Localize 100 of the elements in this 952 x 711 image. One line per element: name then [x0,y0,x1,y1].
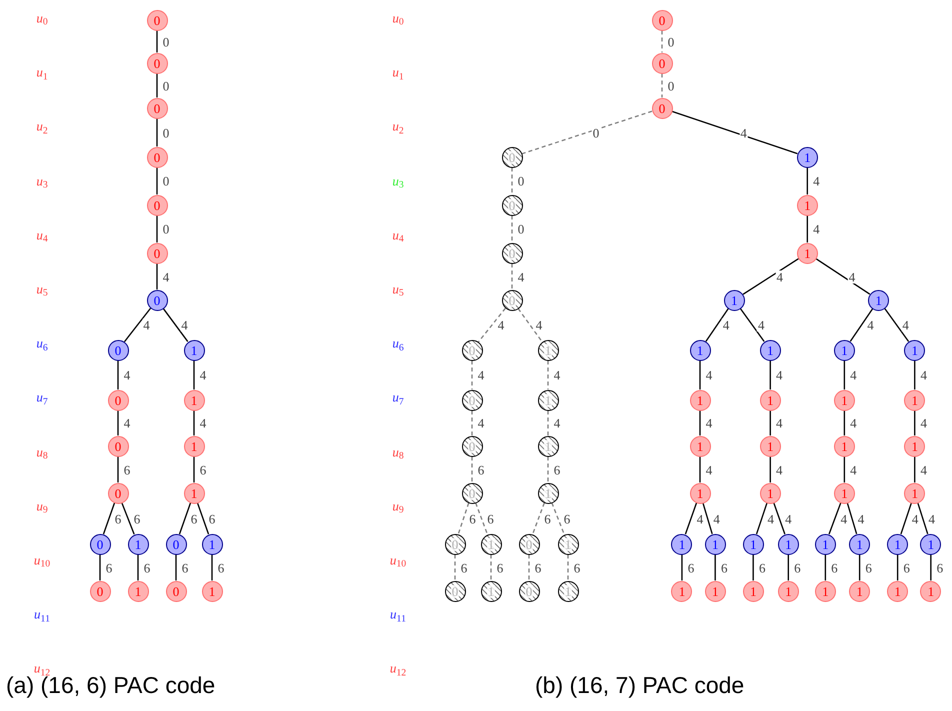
edge-label: 4 [848,270,856,283]
edge-label: 4 [552,368,562,382]
level-label: u$_{10}$ [390,554,406,566]
dashed-edge [471,456,473,482]
tree-edge [770,360,771,390]
dashed-edge [547,360,549,390]
edge-label: 4 [866,318,875,332]
edge-label: 4 [849,368,858,382]
level-label: u$_{6}$ [392,336,404,350]
edge-label: 4 [812,174,821,188]
level-label: u$_{12}$ [390,662,406,675]
edge-label: 4 [180,318,189,332]
tree-edge [824,554,826,580]
dashed-edge [511,264,513,290]
tree-edge [844,456,846,482]
tree-edge [702,502,713,534]
edge-label: 6 [104,561,114,574]
edge-label: 4 [476,368,486,382]
edge-label: 4 [122,368,132,382]
edge-label: 0 [162,126,170,139]
edge-label: 4 [122,416,132,430]
tree-edge [684,502,698,534]
edge-label: 6 [142,561,152,574]
tree-edge [846,502,858,534]
edge-label: 4 [162,270,170,283]
edge-label: 4 [928,512,936,525]
edge-label: 4 [142,318,151,332]
level-label: u$_{3}$ [392,174,404,188]
edge-label: 4 [198,368,208,382]
edge-label: 6 [198,463,208,476]
dashed-edge [454,554,456,580]
edge-label: 4 [696,512,704,525]
level-label: u$_{7}$ [36,390,48,404]
edge-label: 6 [902,561,911,574]
edge-label: 4 [910,512,920,525]
edge-label: 4 [919,368,928,382]
edge-label: 0 [666,35,676,48]
edge-label: 6 [830,561,839,574]
edge-label: 4 [784,512,793,525]
edge-label: 6 [486,512,495,525]
tree-edge [196,502,210,534]
tree-edge [178,502,192,534]
edge-label: 6 [686,561,696,574]
level-label: u$_{5}$ [36,282,48,296]
edge-label: 4 [775,463,784,476]
tree-edge [770,410,771,436]
edge-label: 6 [122,463,132,476]
tree-edge [773,502,786,534]
dashed-edge [661,74,663,98]
tree-edge [681,554,683,580]
tree-edge [124,308,152,342]
edge-label: 4 [704,368,714,382]
dashed-edge [522,110,652,154]
edge-label: 4 [704,416,714,430]
level-label: u$_{2}$ [392,120,404,133]
tree-edge [156,30,158,52]
edge-label: 6 [468,512,477,525]
tree-edge [850,308,874,342]
edge-label: 6 [534,561,542,574]
edge-label: 0 [666,79,676,92]
tree-edge [914,456,916,482]
dashed-edge [490,554,492,580]
level-label: u$_{11}$ [34,608,50,621]
dashed-edge [547,410,549,436]
level-label: u$_{3}$ [36,174,48,188]
dashed-edge [511,216,513,242]
level-label: u$_{0}$ [36,12,48,24]
tree-edge [193,410,195,436]
edge-label: 6 [208,512,216,525]
tree-edge [752,554,754,580]
tree-edge [806,216,808,242]
tree-edge [117,410,119,436]
edge-label: 4 [722,318,730,332]
dashed-edge [567,554,569,580]
tree-edge [672,110,798,154]
edge-label: 6 [114,512,122,525]
edge-label: 6 [758,561,766,574]
edge-label: 4 [919,416,928,430]
tree-edge [156,264,158,290]
edge-label: 6 [496,561,504,574]
edge-label: 4 [849,416,858,430]
edge-label: 4 [775,416,784,430]
tree-edge [162,308,188,342]
edge-label: 4 [775,368,784,382]
edge-label: 4 [901,318,910,332]
edge-label: 6 [132,512,142,525]
dashed-edge [528,554,530,580]
tree-edge [117,456,119,482]
tree-edge [844,360,846,390]
dashed-edge [471,360,473,390]
edge-label: 4 [496,318,506,332]
tree-edge [156,74,158,98]
tree-edge [844,410,846,436]
edge-label: 0 [162,222,170,236]
edge-label: 6 [190,512,198,525]
edge-label: 6 [543,512,552,525]
edge-label: 0 [516,222,526,236]
edge-label: 6 [936,561,944,574]
edge-label: 4 [849,463,858,476]
level-label: u$_{9}$ [36,499,48,512]
